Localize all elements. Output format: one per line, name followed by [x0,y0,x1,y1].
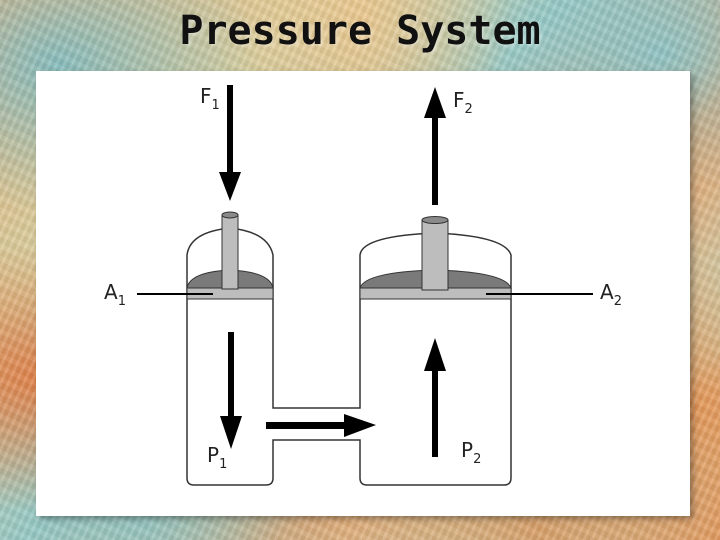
large-piston-rod [421,219,449,291]
area-small-label: A1 [104,280,126,309]
pressure-large-arrow [424,338,446,457]
flow-arrow [266,414,376,437]
area-large-label: A2 [600,280,622,309]
pressure-small-label: P1 [207,443,227,472]
force-out-label: F2 [453,88,473,117]
small-rod-top [221,211,239,219]
force-in-label: F1 [200,84,220,113]
force-out-arrow [424,87,446,205]
large-rod-top [421,216,449,224]
vessel-outline [186,295,512,486]
pressure-small-arrow [220,332,242,449]
pressure-large-label: P2 [461,438,481,467]
slide-title: Pressure System [179,8,541,54]
force-in-arrow [219,85,241,201]
small-piston-rod [221,214,239,290]
